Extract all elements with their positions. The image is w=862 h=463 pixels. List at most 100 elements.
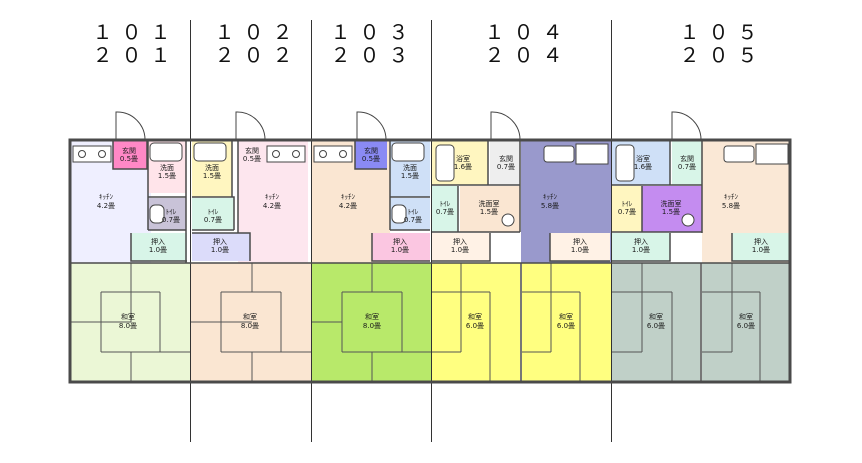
stove-icon	[575, 143, 609, 165]
room-area: 8.0畳	[363, 322, 381, 330]
unit-number-101: １０１	[93, 20, 180, 44]
room-area: 4.2畳	[97, 202, 115, 210]
room-label: 洗面室	[661, 199, 682, 208]
room-area: 0.7畳	[618, 208, 636, 216]
toilet-104	[432, 186, 458, 232]
sink-icon	[543, 145, 575, 163]
room-area: 1.6畳	[454, 163, 472, 171]
washitsu-104a	[432, 263, 520, 381]
entry-105	[672, 141, 702, 185]
room-label: 押入	[393, 237, 407, 246]
room-area: 0.5畳	[243, 155, 261, 163]
stove-burner-icon	[272, 150, 280, 158]
stove-burner-icon	[319, 150, 327, 158]
room-area: 8.0畳	[119, 322, 137, 330]
toilet-bowl-icon	[681, 213, 695, 227]
bathtub-icon	[615, 144, 635, 182]
room-area: 1.0畳	[391, 246, 409, 254]
room-area: 1.5畳	[662, 208, 680, 216]
room-label: 浴室	[456, 154, 470, 163]
unit-number-103: １０３	[331, 20, 418, 44]
bathtub-icon	[435, 144, 455, 182]
stove-icon	[72, 145, 112, 163]
tatami-grid	[71, 263, 190, 381]
room-labels: 玄関 0.5畳 洗面 1.5畳 ｷｯﾁﾝ 4.2畳 ﾄｲﾚ 0.7畳 押入 1.…	[97, 146, 770, 330]
room-area: 1.5畳	[203, 172, 221, 180]
unit-separators	[190, 20, 612, 442]
room-area: 5.8畳	[722, 202, 740, 210]
tatami-grid	[612, 263, 673, 381]
room-area: 6.0畳	[557, 322, 575, 330]
door-swing-icon	[490, 111, 521, 142]
closet-102	[192, 233, 250, 261]
unit-number-203: ２０３	[331, 43, 418, 67]
sink-icon	[723, 145, 755, 163]
stove-burner-icon	[339, 150, 347, 158]
interior-wall	[112, 141, 187, 263]
room-label: 押入	[213, 237, 227, 246]
room-label: 洗面	[205, 163, 219, 172]
room-label: 押入	[634, 237, 648, 246]
entry-104	[490, 141, 520, 185]
interior-wall	[612, 141, 790, 381]
unit-number-105: １０５	[680, 20, 767, 44]
unit-number-104: １０４	[485, 20, 572, 44]
stove-icon	[755, 143, 789, 165]
room-area: 1.0畳	[752, 246, 770, 254]
room-area: 4.2畳	[263, 202, 281, 210]
room-label: 和室	[649, 312, 663, 321]
interior-wall	[354, 141, 430, 262]
tatami-grid	[191, 263, 311, 381]
entry-103	[355, 141, 387, 169]
room-label: 洗面	[160, 163, 174, 172]
room-area: 0.7畳	[204, 216, 222, 224]
room-label: 押入	[754, 237, 768, 246]
fixtures	[72, 142, 789, 227]
room-label: ｷｯﾁﾝ	[724, 193, 738, 201]
bathtub-icon	[391, 142, 425, 162]
stove-burner-icon	[78, 150, 86, 158]
tatami-lines	[71, 263, 761, 381]
room-area: 0.7畳	[678, 163, 696, 171]
room-area: 6.0畳	[737, 322, 755, 330]
room-area: 4.2畳	[339, 202, 357, 210]
room-area: 6.0畳	[466, 322, 484, 330]
toilet-bowl-icon	[501, 213, 515, 227]
room-area: 1.0畳	[451, 246, 469, 254]
interior-walls	[71, 141, 790, 381]
room-area: 0.5畳	[120, 155, 138, 163]
door-swing-icon	[235, 111, 266, 142]
room-label: 和室	[739, 312, 753, 321]
bathtub-icon	[193, 142, 227, 162]
room-label: 浴室	[636, 154, 650, 163]
room-label: 押入	[151, 237, 165, 246]
door-swing-icon	[115, 111, 146, 142]
room-area: 1.0畳	[632, 246, 650, 254]
toilet-105	[612, 186, 642, 232]
room-label: ﾄｲﾚ	[408, 208, 419, 216]
stove-burner-icon	[292, 150, 300, 158]
room-area: 1.0畳	[211, 246, 229, 254]
room-label: 玄関	[680, 154, 694, 163]
room-label: ﾄｲﾚ	[440, 200, 451, 208]
unit-headers: １０１ ２０１ １０２ ２０２ １０３ ２０３ １０４ ２０４ １０５ ２０５	[93, 20, 767, 67]
room-label: 和室	[121, 312, 135, 321]
room-label: 押入	[573, 237, 587, 246]
room-label: 和室	[365, 312, 379, 321]
room-area: 1.5畳	[158, 172, 176, 180]
building-outline	[68, 138, 792, 384]
door-swing-icon	[671, 111, 702, 142]
unit-number-204: ２０４	[485, 43, 572, 67]
room-label: ｷｯﾁﾝ	[543, 193, 557, 201]
room-label: ﾄｲﾚ	[208, 208, 219, 216]
room-label: ｷｯﾁﾝ	[341, 193, 355, 201]
closet-104b	[550, 233, 610, 261]
room-label: 玄関	[245, 146, 259, 155]
room-area: 6.0畳	[647, 322, 665, 330]
room-label: 洗面	[403, 163, 417, 172]
closet-101	[131, 233, 187, 261]
room-area: 5.8畳	[541, 202, 559, 210]
room-area: 0.7畳	[404, 216, 422, 224]
room-label: 玄関	[122, 146, 136, 155]
